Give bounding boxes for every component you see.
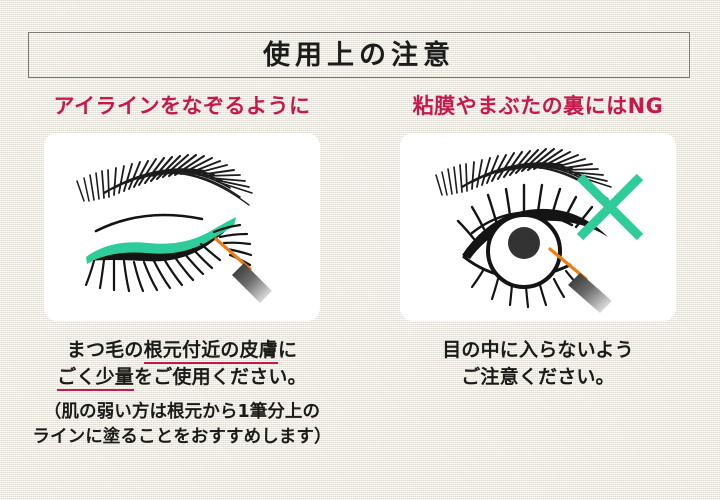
brush-handle: [232, 263, 272, 303]
closed-eye-illustration: [76, 153, 272, 303]
note-left-line-2: ラインに塗ることをおすすめします）: [32, 427, 332, 448]
caption-left-line-1-before: まつ毛の: [66, 339, 144, 361]
caption-left-line-1-after: に: [278, 339, 298, 361]
caption-left-line-2: ごく少量をご使用ください。: [12, 364, 352, 391]
page-title: 使用上の注意: [263, 39, 455, 71]
eyebrow: [76, 153, 253, 206]
upper-lashes: [456, 183, 594, 241]
caption-right-line-2: ご注意ください。: [461, 365, 615, 388]
column-heading-left: アイラインをなぞるように: [53, 94, 311, 118]
illustration-card-closed-eye: [44, 133, 320, 321]
column-no-mucous-membrane: 粘膜やまぶたの裏にはNG: [368, 96, 708, 391]
lash-line: [88, 223, 234, 262]
note-left: （肌の弱い方は根元から1筆分上の ラインに塗ることをおすすめします）: [12, 400, 352, 451]
pupil: [508, 227, 540, 259]
column-apply-along-eyeline: アイラインをなぞるように: [12, 96, 352, 451]
lashes: [84, 242, 222, 293]
column-heading-right: 粘膜やまぶたの裏にはNG: [412, 94, 664, 118]
caption-left-line-1: まつ毛の根元付近の皮膚に: [12, 337, 352, 364]
eyelid-crease: [94, 213, 204, 233]
note-left-line-1: （肌の弱い方は根元から1筆分上の: [43, 401, 321, 422]
upper-lash-line: [462, 208, 608, 259]
caption-right-line-1: 目の中に入らないよう: [442, 339, 634, 361]
caption-left-line-2-underlined: ごく少量: [57, 365, 134, 391]
green-applied-liner: [86, 217, 236, 264]
caption-left: まつ毛の根元付近の皮膚に ごく少量をご使用ください。: [12, 337, 352, 391]
x-mark-icon: [576, 173, 644, 241]
applicator-brush: [214, 237, 272, 303]
illustration-card-open-eye: [400, 133, 676, 321]
brush-handle: [568, 273, 612, 313]
title-box: 使用上の注意: [28, 32, 690, 78]
caption-left-line-1-underlined: 根元付近の皮膚: [143, 339, 278, 364]
caption-right: 目の中に入らないよう ご注意ください。: [368, 337, 708, 391]
applicator-brush: [548, 247, 612, 313]
open-eye-illustration: [435, 147, 644, 313]
caption-left-line-2-after: をご使用ください。: [134, 365, 307, 388]
